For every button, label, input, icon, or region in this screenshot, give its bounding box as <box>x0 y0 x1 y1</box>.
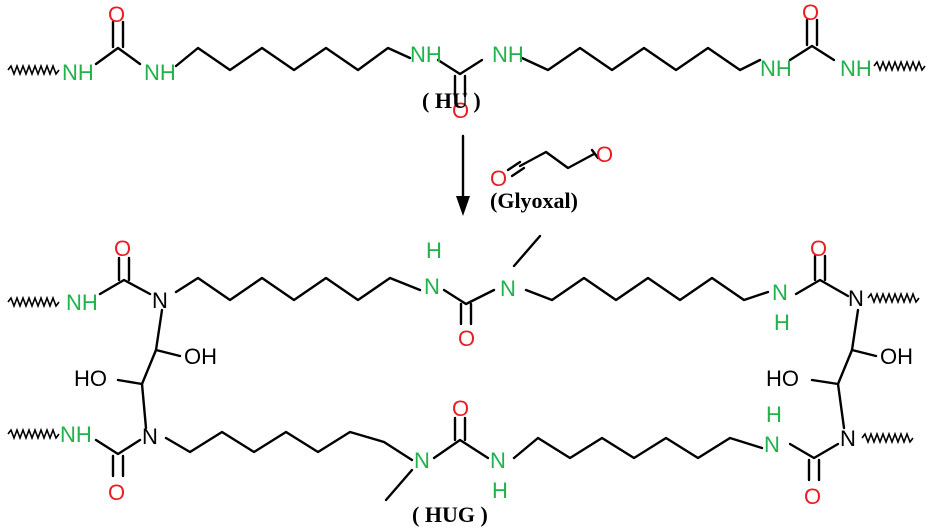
polymer-chain-end <box>7 295 60 309</box>
oxygen-atom: O <box>596 142 613 167</box>
oxygen-atom: O <box>804 484 821 509</box>
arrow-head-icon <box>456 196 470 216</box>
bond <box>98 278 152 296</box>
nh-atom: NH <box>760 56 792 81</box>
polymer-chain-end <box>861 431 914 445</box>
hydroxyl-bond <box>154 348 182 358</box>
hug-label: ( HUG ) <box>412 502 488 527</box>
carbonyl-bond <box>510 166 526 178</box>
carbonyl-bond <box>506 160 522 172</box>
hexamethylene-chain <box>524 276 770 302</box>
hydroxyl-label: HO <box>74 366 107 391</box>
nh-atom: NH <box>60 422 92 447</box>
crosslink-bond <box>140 308 164 430</box>
hydrogen-atom: H <box>492 478 508 503</box>
hexamethylene-chain <box>512 436 764 460</box>
oxygen-atom: O <box>458 326 475 351</box>
crosslink-bond <box>836 308 860 430</box>
methyl-bond <box>512 234 542 268</box>
polymer-chain-end <box>7 427 60 441</box>
hydroxyl-bond <box>850 348 878 358</box>
nitrogen-atom: N <box>848 286 864 311</box>
carbonyl-bond <box>590 148 600 160</box>
oxygen-atom: O <box>810 236 827 261</box>
bond <box>788 442 840 460</box>
hydroxyl-bond <box>810 378 840 386</box>
reaction-arrow-group <box>456 134 470 216</box>
nh-atom: NH <box>144 60 176 85</box>
nitrogen-atom: N <box>764 432 780 457</box>
nitrogen-atom: N <box>414 448 430 473</box>
hug-structure: NH O N H N N O N H O N OH HO OH HO NH N … <box>7 234 920 527</box>
glyoxal-bond <box>518 150 596 170</box>
hydroxyl-label: HO <box>766 366 799 391</box>
nitrogen-atom: N <box>490 448 506 473</box>
nitrogen-atom: N <box>152 288 168 313</box>
hexamethylene-chain <box>520 46 762 72</box>
oxygen-atom: O <box>452 98 469 123</box>
polymer-chain-end <box>873 59 926 73</box>
nitrogen-atom: N <box>424 274 440 299</box>
polymer-chain-end <box>867 291 920 305</box>
hydroxyl-bond <box>116 378 144 386</box>
hu-structure: NH O NH NH NH O NH O NH ( HU ) <box>7 0 926 123</box>
hexamethylene-chain <box>174 46 412 72</box>
oxygen-atom: O <box>452 396 469 421</box>
nh-atom: NH <box>840 56 872 81</box>
bond <box>432 438 490 460</box>
nitrogen-atom: N <box>840 426 856 451</box>
oxygen-atom: O <box>802 0 819 25</box>
methyl-bond <box>384 468 414 502</box>
nitrogen-atom: N <box>772 280 788 305</box>
oxygen-atom: O <box>108 2 125 27</box>
oxygen-atom: O <box>490 166 507 191</box>
bond <box>436 58 484 76</box>
nh-atom: NH <box>410 42 442 67</box>
hexamethylene-chain <box>174 276 422 302</box>
bond <box>794 278 850 298</box>
oxygen-atom: O <box>108 480 125 505</box>
hydrogen-atom: H <box>426 238 442 263</box>
bond <box>94 46 142 66</box>
hu-label: ( HU ) <box>422 88 481 113</box>
polymer-chain-end <box>7 63 60 77</box>
hexamethylene-chain <box>164 430 414 462</box>
nitrogen-atom: N <box>500 276 516 301</box>
bond <box>788 44 836 62</box>
hydroxyl-label: OH <box>880 344 913 369</box>
hydrogen-atom: H <box>766 402 782 427</box>
nh-atom: NH <box>66 290 98 315</box>
nh-atom: NH <box>62 60 94 85</box>
glyoxal-structure: O O (Glyoxal) <box>490 142 613 213</box>
bond <box>94 438 142 456</box>
hydroxyl-label: OH <box>184 344 217 369</box>
glyoxal-label: (Glyoxal) <box>490 188 578 213</box>
oxygen-atom: O <box>114 236 131 261</box>
hydrogen-atom: H <box>774 310 790 335</box>
nh-atom: NH <box>492 42 524 67</box>
nitrogen-atom: N <box>142 424 158 449</box>
bond <box>442 288 496 306</box>
